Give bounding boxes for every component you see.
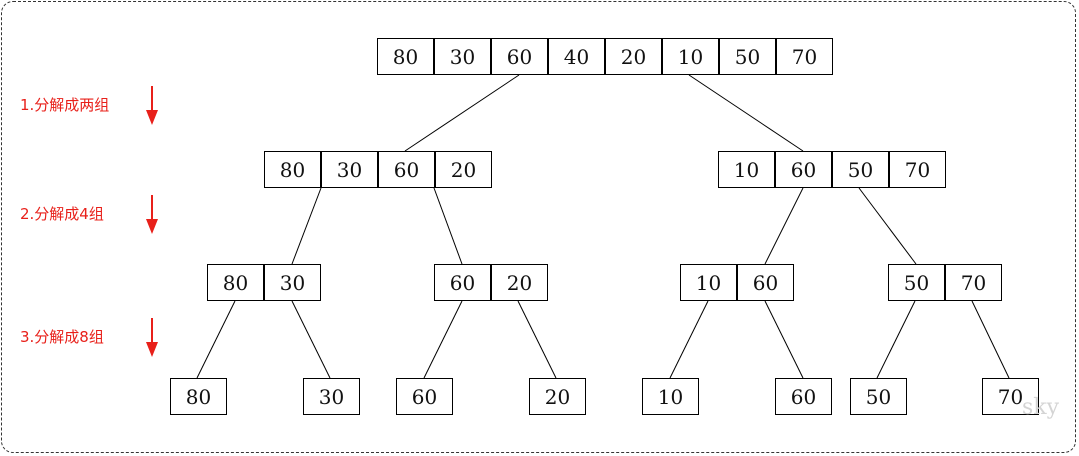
array-cell: 60 (396, 378, 453, 415)
array-cell: 70 (889, 151, 946, 188)
watermark: sky (1022, 395, 1060, 420)
array-cell: 70 (945, 264, 1002, 301)
array-cell: 20 (491, 264, 548, 301)
array-cell: 20 (435, 151, 492, 188)
array-cell: 80 (377, 38, 434, 75)
array-cell: 80 (264, 151, 321, 188)
array-cell: 30 (434, 38, 491, 75)
array-cell: 50 (850, 378, 907, 415)
array-cell: 60 (775, 151, 832, 188)
array-cell: 30 (264, 264, 321, 301)
array-cell: 10 (718, 151, 775, 188)
array-cell: 80 (207, 264, 264, 301)
array-cell: 30 (303, 378, 360, 415)
array-cell: 10 (680, 264, 737, 301)
array-cell: 70 (776, 38, 833, 75)
array-cell: 20 (529, 378, 586, 415)
array-cell: 60 (434, 264, 491, 301)
array-cell: 50 (888, 264, 945, 301)
step-3-label: 3.分解成8组 (20, 328, 104, 346)
array-cell: 20 (605, 38, 662, 75)
down-arrow-icon (146, 318, 158, 357)
array-cell: 10 (642, 378, 699, 415)
array-cell: 60 (491, 38, 548, 75)
array-cell: 30 (321, 151, 378, 188)
down-arrow-icon (146, 195, 158, 234)
array-cell: 60 (378, 151, 435, 188)
step-1-label: 1.分解成两组 (20, 96, 110, 114)
array-cell: 10 (662, 38, 719, 75)
array-cell: 50 (832, 151, 889, 188)
array-cell: 80 (170, 378, 227, 415)
array-cell: 60 (775, 378, 832, 415)
array-cell: 40 (548, 38, 605, 75)
step-2-label: 2.分解成4组 (20, 205, 104, 223)
array-cell: 60 (737, 264, 794, 301)
array-cell: 70 (982, 378, 1039, 415)
array-cell: 50 (719, 38, 776, 75)
down-arrow-icon (146, 86, 158, 125)
